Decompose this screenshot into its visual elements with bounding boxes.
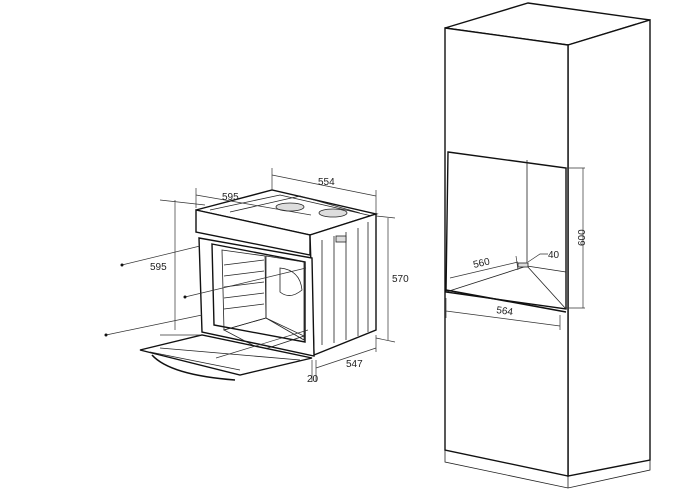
oven-top-vent [318,208,348,218]
dim-niche-height: 600 [577,229,588,246]
oven-door-handle [151,354,236,381]
cabinet-drawing: 560 40 600 564 [444,2,651,489]
dim-oven-front-thickness: 20 [307,374,319,385]
dim-oven-front-width: 595 [222,192,239,203]
oven-side-bracket [335,235,347,243]
dim-oven-depth-top: 554 [318,177,335,188]
dim-oven-side-depth: 547 [346,359,363,370]
cabinet-vent-gap [517,262,529,268]
oven-cavity [211,243,306,343]
dim-niche-depth: 560 [472,256,491,271]
oven-rack-rails [223,259,265,310]
dim-niche-width: 564 [496,305,514,318]
dim-oven-body-height: 570 [392,274,409,285]
dim-vent-gap: 40 [548,250,560,261]
oven-side-panel [309,213,377,357]
oven-fan-cover [279,267,303,296]
cabinet-side [567,19,651,477]
dim-oven-front-height: 595 [150,262,167,273]
cabinet-niche [445,151,567,310]
oven-drawing: 595 554 595 570 547 20 [104,168,409,385]
